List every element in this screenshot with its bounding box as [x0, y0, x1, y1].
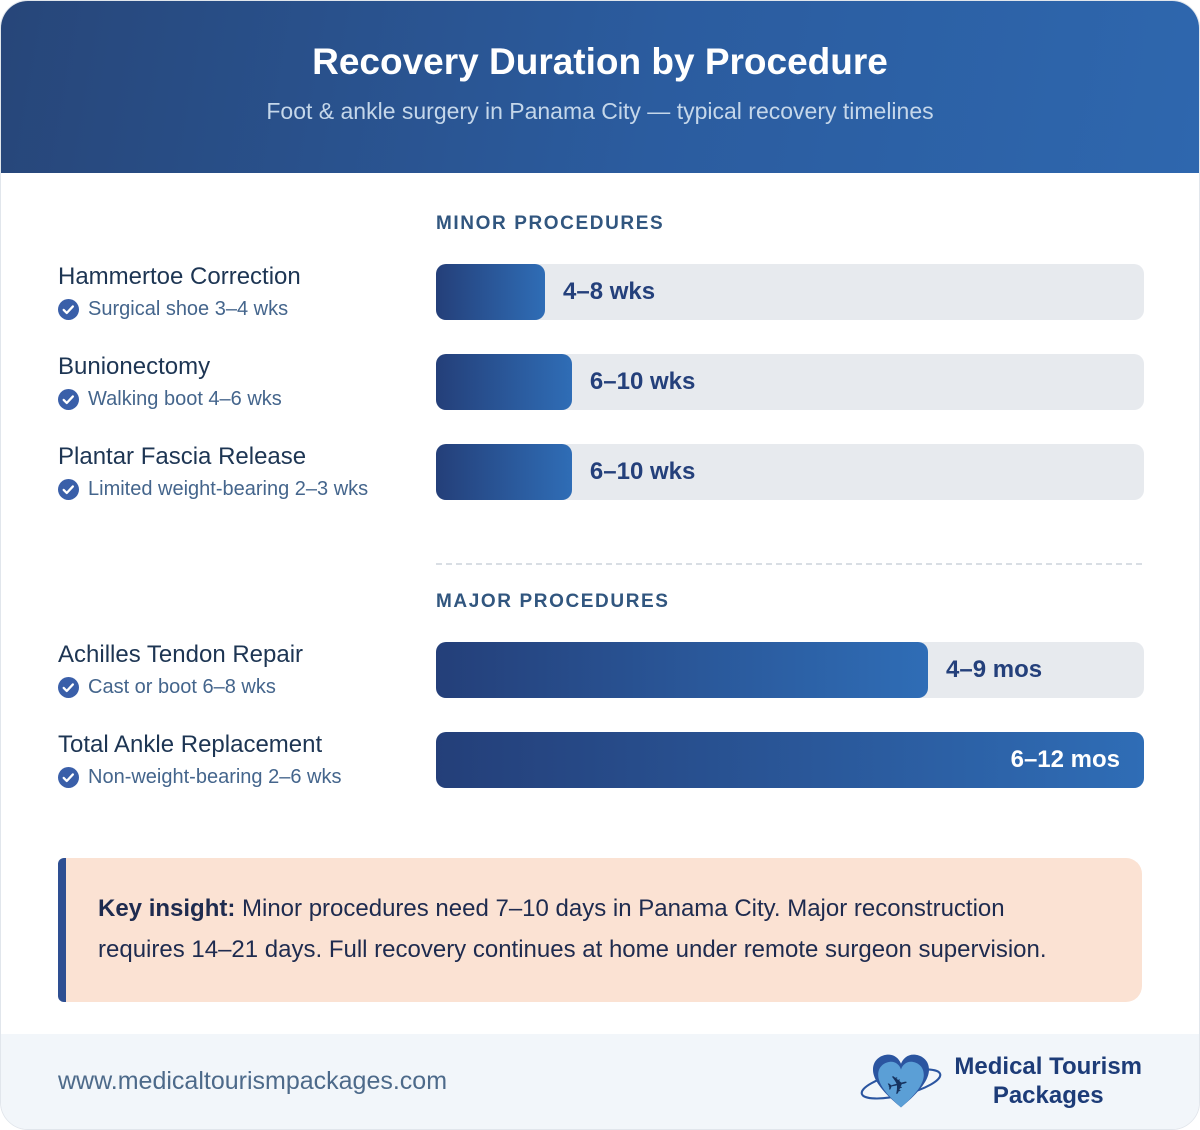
- brand-name-line1: Medical Tourism: [954, 1052, 1142, 1080]
- bar-fill: [436, 354, 572, 410]
- bar-duration-label: 6–10 wks: [589, 458, 696, 485]
- bar-track: 6–10 wks: [436, 354, 1144, 410]
- bar-duration-label: 6–12 mos: [1010, 746, 1120, 773]
- brand-name-line2: Packages: [992, 1081, 1104, 1109]
- procedure-name: Bunionectomy: [58, 353, 211, 380]
- bar-fill: [436, 264, 546, 320]
- page-subtitle: Foot & ankle surgery in Panama City — ty…: [266, 98, 934, 124]
- bar-track: 4–9 mos: [436, 642, 1144, 698]
- chart-row-bunionectomy: Bunionectomy Walking boot 4–6 wks 6–10 w…: [58, 353, 1144, 411]
- brand-name: Medical Tourism Packages: [954, 1053, 1142, 1111]
- bar-fill: [436, 444, 572, 500]
- bar-duration-label: 6–10 wks: [589, 368, 696, 395]
- heart-plane-logo-icon: ✈: [861, 1054, 942, 1107]
- check-icon: [58, 767, 79, 788]
- bar-duration-label: 4–8 wks: [563, 278, 656, 305]
- chart-row-hammertoe: Hammertoe Correction Surgical shoe 3–4 w…: [58, 263, 1144, 321]
- procedure-note: Walking boot 4–6 wks: [58, 388, 416, 411]
- minor-rows: Hammertoe Correction Surgical shoe 3–4 w…: [1, 263, 1199, 533]
- procedure-name: Achilles Tendon Repair: [58, 641, 304, 668]
- key-insight-body: Minor procedures need 7–10 days in Panam…: [98, 895, 1047, 963]
- procedure-note-text: Walking boot 4–6 wks: [88, 388, 282, 410]
- key-insight-callout: Key insight: Minor procedures need 7–10 …: [58, 858, 1142, 1002]
- check-icon: [58, 299, 79, 320]
- procedure-note: Cast or boot 6–8 wks: [58, 676, 416, 699]
- procedure-label-cell: Hammertoe Correction Surgical shoe 3–4 w…: [58, 263, 436, 321]
- procedure-note-text: Non-weight-bearing 2–6 wks: [88, 766, 342, 788]
- bar-track: 6–12 mos: [436, 732, 1144, 788]
- key-insight-lead: Key insight:: [98, 895, 236, 922]
- key-insight-text: Key insight: Minor procedures need 7–10 …: [98, 889, 1047, 971]
- check-icon: [58, 677, 79, 698]
- page-title: Recovery Duration by Procedure: [312, 41, 888, 82]
- procedure-label-cell: Achilles Tendon Repair Cast or boot 6–8 …: [58, 641, 436, 699]
- bar-track: 4–8 wks: [436, 264, 1144, 320]
- bar-duration-label: 4–9 mos: [946, 656, 1043, 683]
- chart-row-achilles: Achilles Tendon Repair Cast or boot 6–8 …: [58, 641, 1144, 699]
- bar-fill: [436, 732, 1144, 788]
- procedure-note-text: Cast or boot 6–8 wks: [88, 676, 276, 698]
- procedure-name: Hammertoe Correction: [58, 263, 301, 290]
- procedure-note: Limited weight-bearing 2–3 wks: [58, 478, 416, 501]
- procedure-name: Total Ankle Replacement: [58, 731, 323, 758]
- section-divider: [436, 563, 1142, 565]
- bar-fill: [436, 642, 929, 698]
- header: Recovery Duration by Procedure Foot & an…: [1, 1, 1199, 173]
- procedure-note-text: Limited weight-bearing 2–3 wks: [88, 478, 369, 500]
- procedure-label-cell: Bunionectomy Walking boot 4–6 wks: [58, 353, 436, 411]
- procedure-note: Non-weight-bearing 2–6 wks: [58, 766, 416, 789]
- check-icon: [58, 479, 79, 500]
- major-rows: Achilles Tendon Repair Cast or boot 6–8 …: [1, 641, 1199, 821]
- procedure-name: Plantar Fascia Release: [58, 443, 307, 470]
- procedure-note-text: Surgical shoe 3–4 wks: [88, 298, 289, 320]
- bar-track: 6–10 wks: [436, 444, 1144, 500]
- procedure-note: Surgical shoe 3–4 wks: [58, 298, 416, 321]
- footer: www.medicaltourismpackages.com ✈ Medical…: [1, 1034, 1199, 1129]
- website-url: www.medicaltourismpackages.com: [58, 1067, 448, 1095]
- chart-row-total-ankle: Total Ankle Replacement Non-weight-beari…: [58, 731, 1144, 789]
- brand-logo-group: ✈ Medical Tourism Packages: [858, 1044, 1142, 1120]
- procedure-label-cell: Plantar Fascia Release Limited weight-be…: [58, 443, 436, 501]
- section-label-minor: MINOR PROCEDURES: [436, 213, 665, 234]
- check-icon: [58, 389, 79, 410]
- chart-row-plantar-fascia: Plantar Fascia Release Limited weight-be…: [58, 443, 1144, 501]
- procedure-label-cell: Total Ankle Replacement Non-weight-beari…: [58, 731, 436, 789]
- section-label-major: MAJOR PROCEDURES: [436, 591, 670, 612]
